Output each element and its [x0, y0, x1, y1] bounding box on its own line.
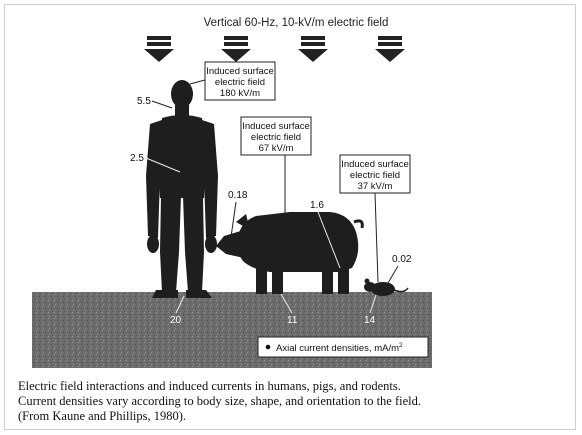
caption-line-1: Electric field interactions and induced … [18, 379, 578, 394]
callout-human: Induced surface electric field 180 kV/m [190, 62, 275, 100]
svg-text:Axial current densities, mA/m2: Axial current densities, mA/m2 [276, 342, 403, 354]
value-pig-leg: 1.6 [310, 200, 324, 211]
value-rodent-feet: 14 [364, 315, 376, 326]
legend-superscript: 2 [399, 342, 403, 349]
legend: Axial current densities, mA/m2 [258, 337, 428, 357]
callout-pig-line3: 67 kV/m [259, 143, 294, 154]
callout-rodent-line3: 37 kV/m [358, 181, 393, 192]
callout-rodent-line1: Induced surface [341, 159, 409, 170]
value-rodent-back: 0.02 [392, 254, 412, 265]
callout-human-line2: electric field [215, 77, 265, 88]
value-pig-feet: 11 [287, 315, 298, 326]
figure-title: Vertical 60-Hz, 10-kV/m electric field [204, 17, 389, 29]
field-arrow-1 [144, 36, 174, 62]
value-human-head: 5.5 [137, 96, 151, 107]
pig-silhouette [216, 212, 362, 294]
value-human-feet: 20 [170, 315, 182, 326]
electric-field-figure: Vertical 60-Hz, 10-kV/m electric field [0, 0, 582, 370]
caption-line-2: Current densities vary according to body… [18, 394, 578, 409]
field-arrow-3 [298, 36, 328, 62]
callout-pig: Induced surface electric field 67 kV/m [241, 117, 311, 213]
value-human-body: 2.5 [130, 153, 144, 164]
callout-pig-line2: electric field [251, 132, 301, 143]
field-arrow-2 [221, 36, 251, 62]
field-arrow-4 [375, 36, 405, 62]
field-arrows [144, 36, 405, 62]
callout-human-line1: Induced surface [206, 66, 274, 77]
human-silhouette [146, 80, 218, 298]
callout-rodent-line2: electric field [350, 170, 400, 181]
caption-line-3: (From Kaune and Phillips, 1980). [18, 409, 578, 424]
callout-pig-line1: Induced surface [242, 121, 310, 132]
value-pig-snout: 0.18 [228, 190, 248, 201]
legend-text: Axial current densities, mA/m [276, 343, 399, 354]
callout-human-line3: 180 kV/m [220, 88, 260, 99]
figure-caption: Electric field interactions and induced … [18, 379, 578, 424]
